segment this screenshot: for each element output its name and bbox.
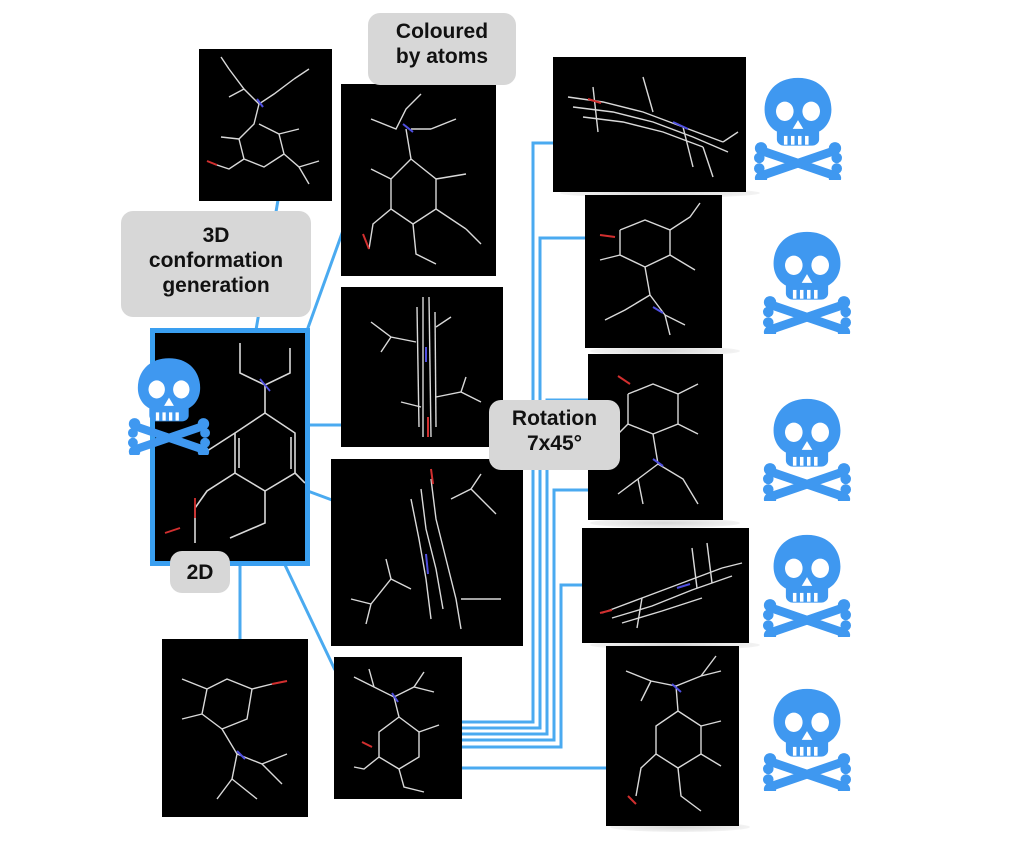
molecule-2d-structure — [164, 343, 305, 543]
skull-crossbones-icon — [128, 355, 210, 455]
skull-crossbones-icon — [754, 76, 842, 180]
skull-crossbones-icon — [763, 230, 851, 334]
panel-shadow — [590, 640, 760, 650]
conformer-panel-5 — [334, 657, 462, 799]
skull-crossbones-icon — [763, 397, 851, 501]
conformer-panel-3 — [341, 287, 503, 447]
conformer-panel-4 — [331, 459, 523, 646]
skull-crossbones-icon — [763, 533, 851, 637]
2d-label: 2D — [170, 551, 230, 593]
panel-shadow — [590, 346, 740, 356]
panel-shadow — [610, 822, 750, 832]
conformer-panel-2 — [341, 84, 496, 276]
rotation-label: Rotation 7x45° — [489, 400, 620, 470]
rotation-panel-5 — [606, 646, 739, 826]
rotation-panel-2 — [585, 195, 722, 348]
skull-crossbones-icon — [763, 687, 851, 791]
conformer-panel-6 — [162, 639, 308, 817]
conformer-panel-1 — [199, 49, 332, 201]
rotation-panel-4 — [582, 528, 749, 643]
rotation-panel-1 — [553, 57, 746, 192]
panel-shadow — [590, 518, 740, 528]
panel-shadow — [560, 188, 760, 198]
coloured-by-atoms-label: Coloured by atoms — [368, 13, 516, 85]
conformation-generation-label: 3D conformation generation — [121, 211, 311, 317]
